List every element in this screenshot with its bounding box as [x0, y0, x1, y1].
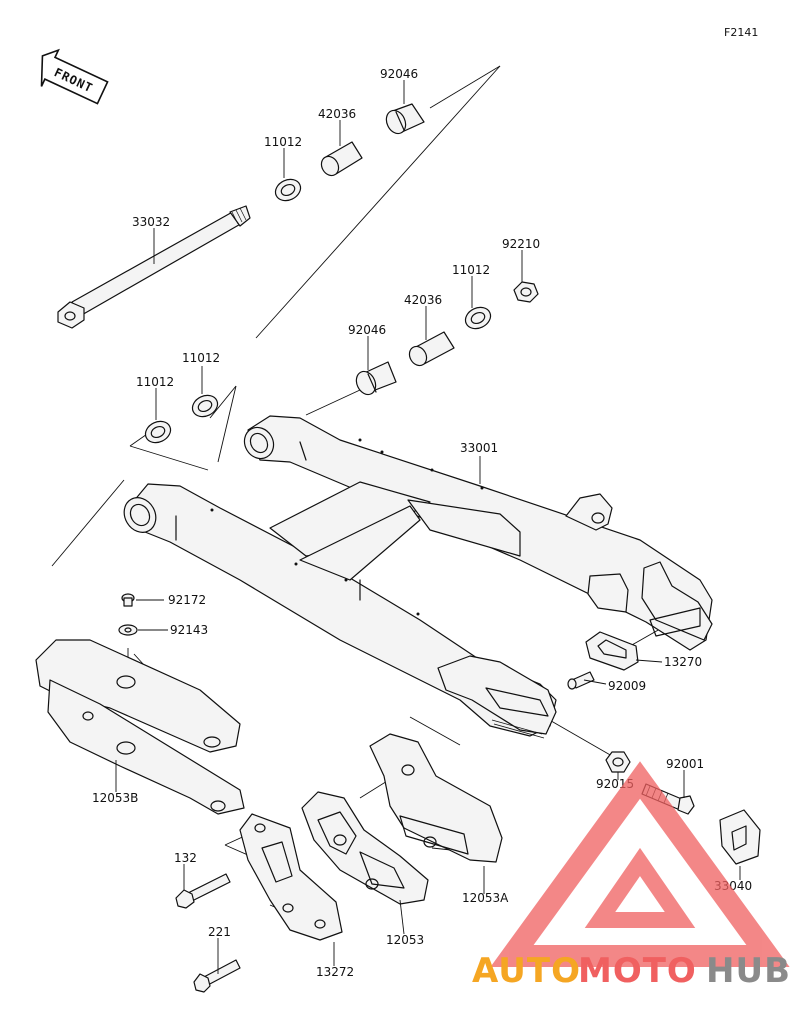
chain-slider-12053B — [35, 639, 245, 815]
leader-lines — [115, 80, 741, 974]
bolt-92172 — [121, 593, 135, 607]
label-132: 132 — [174, 851, 197, 865]
watermark-logo: AUTO MOTO HUB — [472, 761, 791, 991]
bolt-132 — [175, 873, 231, 909]
label-11012-left: 11012 — [182, 351, 220, 365]
label-92046-top: 92046 — [380, 67, 418, 81]
label-11012-mid: 11012 — [452, 263, 490, 277]
label-12053B: 12053B — [92, 791, 138, 805]
label-92001: 92001 — [666, 757, 704, 771]
label-33032: 33032 — [132, 215, 170, 229]
washer-92143 — [118, 624, 138, 636]
swing-arm-33001 — [123, 415, 713, 739]
bolt-221 — [193, 959, 241, 993]
bolt-92009 — [567, 671, 595, 690]
watermark-triangle-icon — [490, 761, 790, 967]
label-92046-mid: 92046 — [348, 323, 386, 337]
chain-guide-plate-13272 — [239, 813, 343, 941]
seal-11012-far — [144, 420, 172, 444]
label-92143: 92143 — [170, 623, 208, 637]
front-arrow-icon: FRONT — [40, 48, 109, 105]
label-11012-top: 11012 — [264, 135, 302, 149]
figure-code: F2141 — [724, 26, 758, 39]
nut-92015 — [605, 751, 631, 773]
label-11012-far: 11012 — [136, 375, 174, 389]
label-221: 221 — [208, 925, 231, 939]
seal-11012-top — [274, 178, 302, 202]
watermark-auto: AUTO — [472, 951, 581, 991]
label-12053: 12053 — [386, 933, 424, 947]
label-42036-mid: 42036 — [404, 293, 442, 307]
label-92009: 92009 — [608, 679, 646, 693]
watermark-hub: HUB — [706, 951, 791, 991]
label-13272: 13272 — [316, 965, 354, 979]
collar-42036-mid — [408, 331, 455, 367]
nut-92210 — [513, 281, 539, 303]
label-92210: 92210 — [502, 237, 540, 251]
label-33001: 33001 — [460, 441, 498, 455]
seal-11012-mid — [464, 306, 492, 330]
label-13270: 13270 — [664, 655, 702, 669]
needle-bearing-92046-top — [385, 103, 425, 135]
chain-guide-12053A — [369, 733, 503, 863]
chain-guide-12053 — [301, 791, 429, 905]
collar-42036-top — [320, 141, 363, 177]
plate-33040 — [719, 809, 761, 865]
label-92172: 92172 — [168, 593, 206, 607]
chain-puller-13270 — [585, 631, 639, 671]
watermark-moto: MOTO — [578, 951, 697, 991]
label-42036-top: 42036 — [318, 107, 356, 121]
seal-11012-left — [191, 394, 219, 418]
label-12053A: 12053A — [462, 891, 509, 905]
needle-bearing-92046-mid — [355, 361, 397, 396]
pivot-shaft-33032 — [57, 205, 251, 329]
